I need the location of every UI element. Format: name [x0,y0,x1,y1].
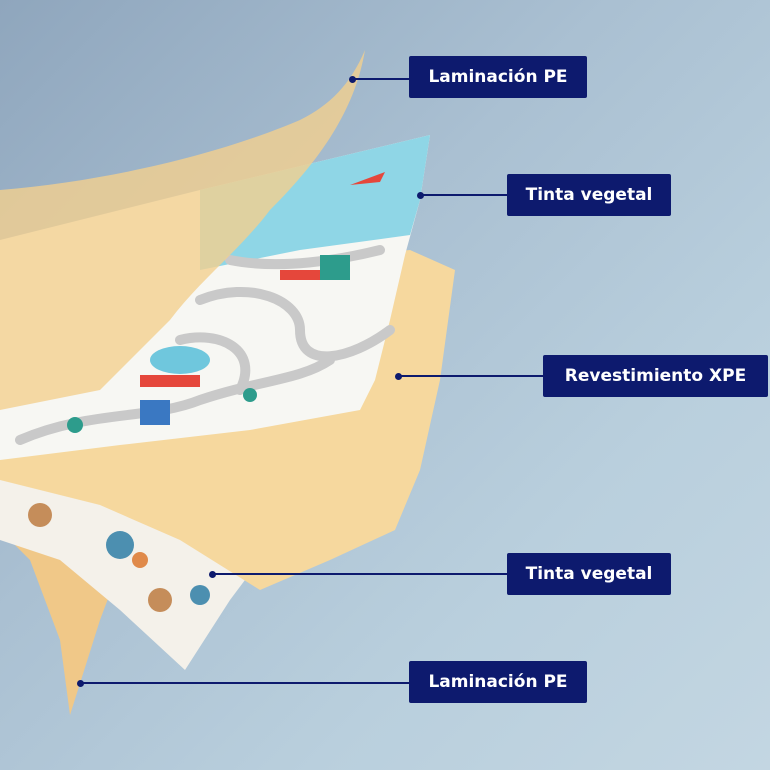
label-revestimiento-xpe: Revestimiento XPE [543,355,768,397]
top-pe-layer [0,50,365,410]
top-ink-sky [200,135,430,270]
label-tinta-vegetal-top: Tinta vegetal [507,174,671,216]
callout-line [212,573,507,575]
callout-line [80,682,409,684]
callout-line [420,194,507,196]
label-tinta-vegetal-bottom: Tinta vegetal [507,553,671,595]
label-laminacion-pe-top: Laminación PE [409,56,587,98]
callout-line [398,375,543,377]
top-ink-objects [67,172,385,433]
bottom-ink-illustrations [28,503,210,612]
callout-line [352,78,409,80]
label-laminacion-pe-bottom: Laminación PE [409,661,587,703]
